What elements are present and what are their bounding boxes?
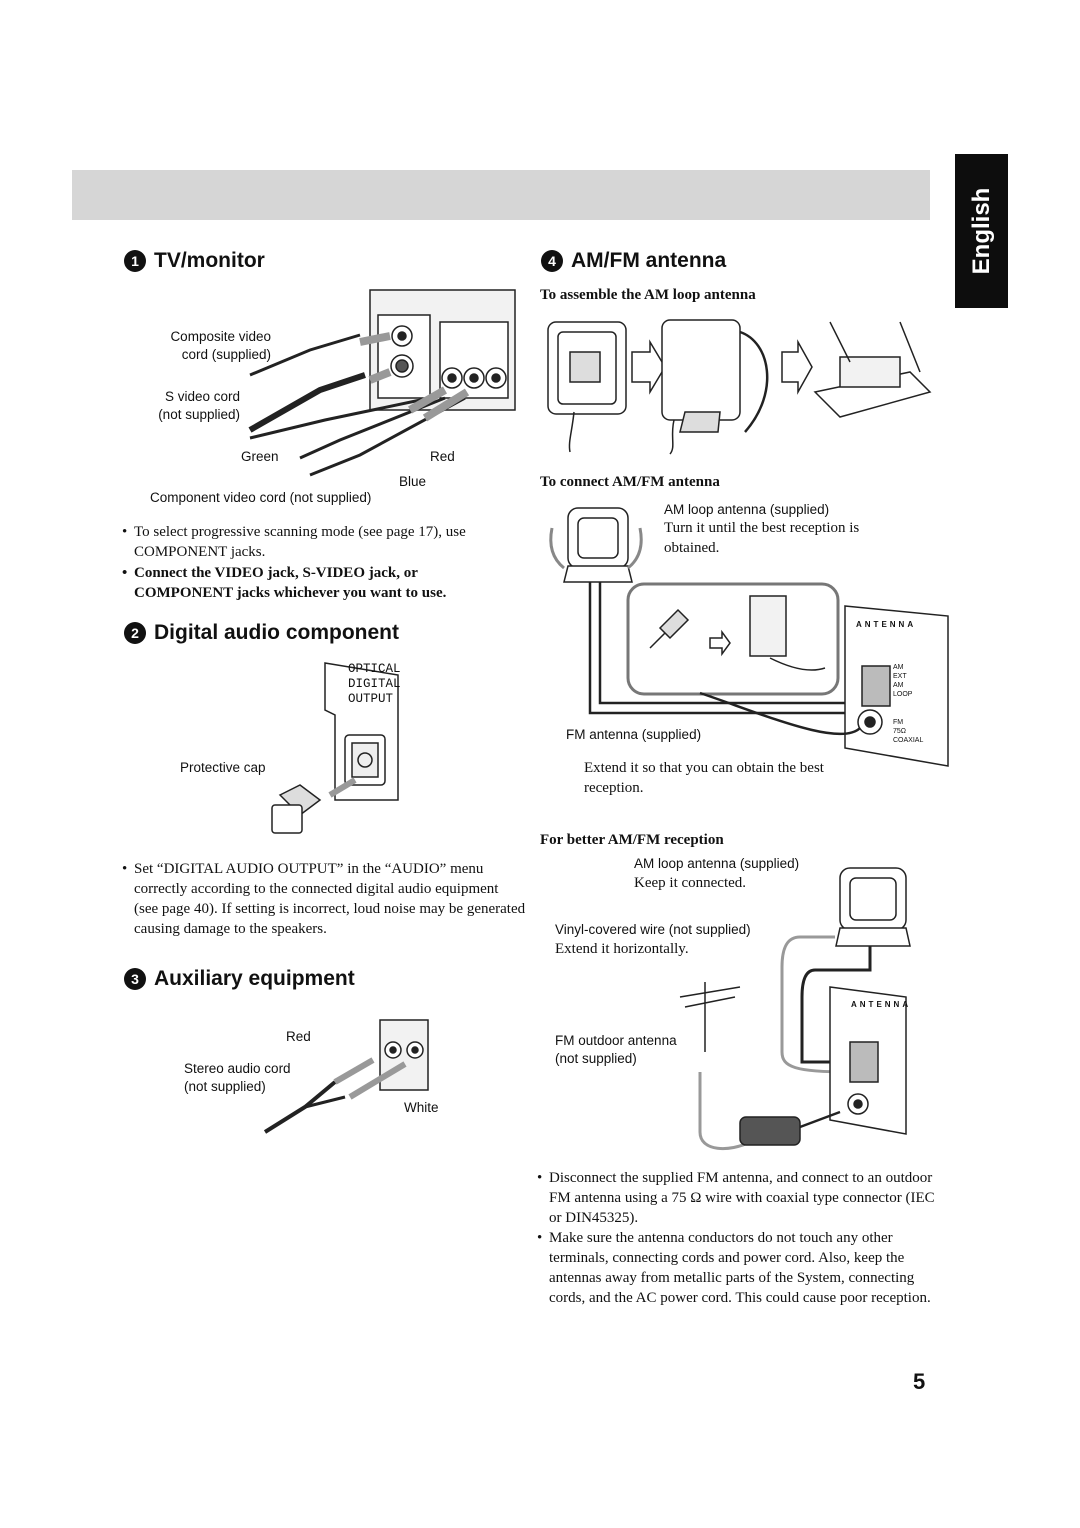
component-cord-label: Component video cord (not supplied) [150, 490, 372, 505]
aux-connection-diagram [263, 1019, 429, 1134]
section-number-1: 1 [124, 250, 146, 272]
section-title-antenna: AM/FM antenna [571, 249, 727, 272]
panel-loop: LOOP [893, 691, 913, 698]
panel-fm-labels: FM 75Ω COAXIAL [893, 718, 923, 745]
antenna-note-2: Make sure the antenna conductors do not … [537, 1228, 939, 1308]
turn-text: Turn it until the best reception is obta… [664, 520, 860, 556]
panel-antenna-label-2: ANTENNA [851, 1000, 912, 1009]
composite-cord-line1: Composite video [170, 329, 271, 344]
svideo-cord-line1: S video cord [164, 389, 240, 404]
section-title-digital: Digital audio component [154, 621, 399, 644]
optical-line3: OUTPUT [348, 692, 394, 706]
aux-white-label: White [404, 1100, 439, 1115]
svideo-cord-line2: (not supplied) [158, 407, 240, 422]
composite-cord-line2: cord (supplied) [181, 347, 271, 362]
am-loop-supplied-label: AM loop antenna (supplied) [664, 502, 830, 517]
am-loop-supplied-label-2: AM loop antenna (supplied) [634, 856, 800, 871]
better-reception-title: For better AM/FM reception [540, 832, 724, 848]
panel-am-2: AM [893, 682, 904, 689]
blue-label: Blue [399, 474, 427, 489]
outdoor-antenna-diagram [679, 867, 911, 1151]
stereo-cord-line1: Stereo audio cord [184, 1061, 291, 1076]
aux-red-label: Red [286, 1029, 311, 1044]
green-label: Green [241, 449, 279, 464]
optical-line1: OPTICAL [348, 662, 401, 676]
panel-am: AM [893, 664, 904, 671]
keep-connected-text: Keep it connected. [634, 875, 747, 891]
optical-connection-diagram [271, 662, 399, 834]
language-tab: English [955, 154, 1008, 308]
digital-note: Set “DIGITAL AUDIO OUTPUT” in the “AUDIO… [122, 859, 526, 939]
antenna-connection-diagram [549, 507, 949, 767]
section-number-3: 3 [124, 968, 146, 990]
section-heading-antenna: 4 AM/FM antenna [541, 249, 726, 273]
header-band [72, 170, 930, 220]
section-number-4: 4 [541, 250, 563, 272]
panel-75: 75Ω [893, 728, 907, 735]
tv-note-1: To select progressive scanning mode (see… [122, 522, 514, 562]
panel-antenna-label: ANTENNA [856, 620, 917, 629]
section-heading-aux: 3 Auxiliary equipment [124, 967, 355, 991]
section-title-aux: Auxiliary equipment [154, 967, 355, 990]
section-number-2: 2 [124, 622, 146, 644]
tv-note-2: Connect the VIDEO jack, S-VIDEO jack, or… [122, 563, 514, 603]
extend-horizontally-text: Extend it horizontally. [555, 941, 689, 957]
connect-title: To connect AM/FM antenna [540, 474, 720, 490]
fm-supplied-label: FM antenna (supplied) [566, 727, 702, 742]
section-heading-tv: 1 TV/monitor [124, 249, 265, 273]
panel-fm: FM [893, 719, 904, 726]
page-number: 5 [913, 1369, 926, 1394]
optical-line2: DIGITAL [348, 677, 401, 691]
fm-outdoor-label: FM outdoor antenna (not supplied) [555, 1032, 677, 1068]
svideo-cord-label: S video cord (not supplied) [150, 388, 240, 424]
fm-outdoor-line2: (not supplied) [555, 1051, 637, 1066]
panel-am-labels: AM EXT AM LOOP [893, 663, 912, 699]
red-label: Red [430, 449, 455, 464]
antenna-note-1: Disconnect the supplied FM antenna, and … [537, 1168, 939, 1228]
am-loop-assembly-diagram [547, 319, 932, 455]
tv-connection-diagram [248, 289, 516, 477]
assemble-title: To assemble the AM loop antenna [540, 287, 756, 303]
optical-label: OPTICAL DIGITAL OUTPUT [348, 662, 401, 707]
section-heading-digital: 2 Digital audio component [124, 621, 399, 645]
language-tab-label: English [967, 187, 995, 275]
panel-coaxial: COAXIAL [893, 737, 924, 744]
extend-text: Extend it so that you can obtain the bes… [584, 760, 824, 796]
stereo-cord-label: Stereo audio cord (not supplied) [184, 1060, 291, 1096]
protective-cap-label: Protective cap [180, 760, 266, 775]
fm-outdoor-line1: FM outdoor antenna [555, 1033, 677, 1048]
section-title-tv: TV/monitor [154, 249, 265, 272]
composite-cord-label: Composite video cord (supplied) [163, 328, 271, 364]
panel-ext: EXT [893, 673, 907, 680]
vinyl-wire-label: Vinyl-covered wire (not supplied) [555, 922, 751, 937]
stereo-cord-line2: (not supplied) [184, 1079, 266, 1094]
